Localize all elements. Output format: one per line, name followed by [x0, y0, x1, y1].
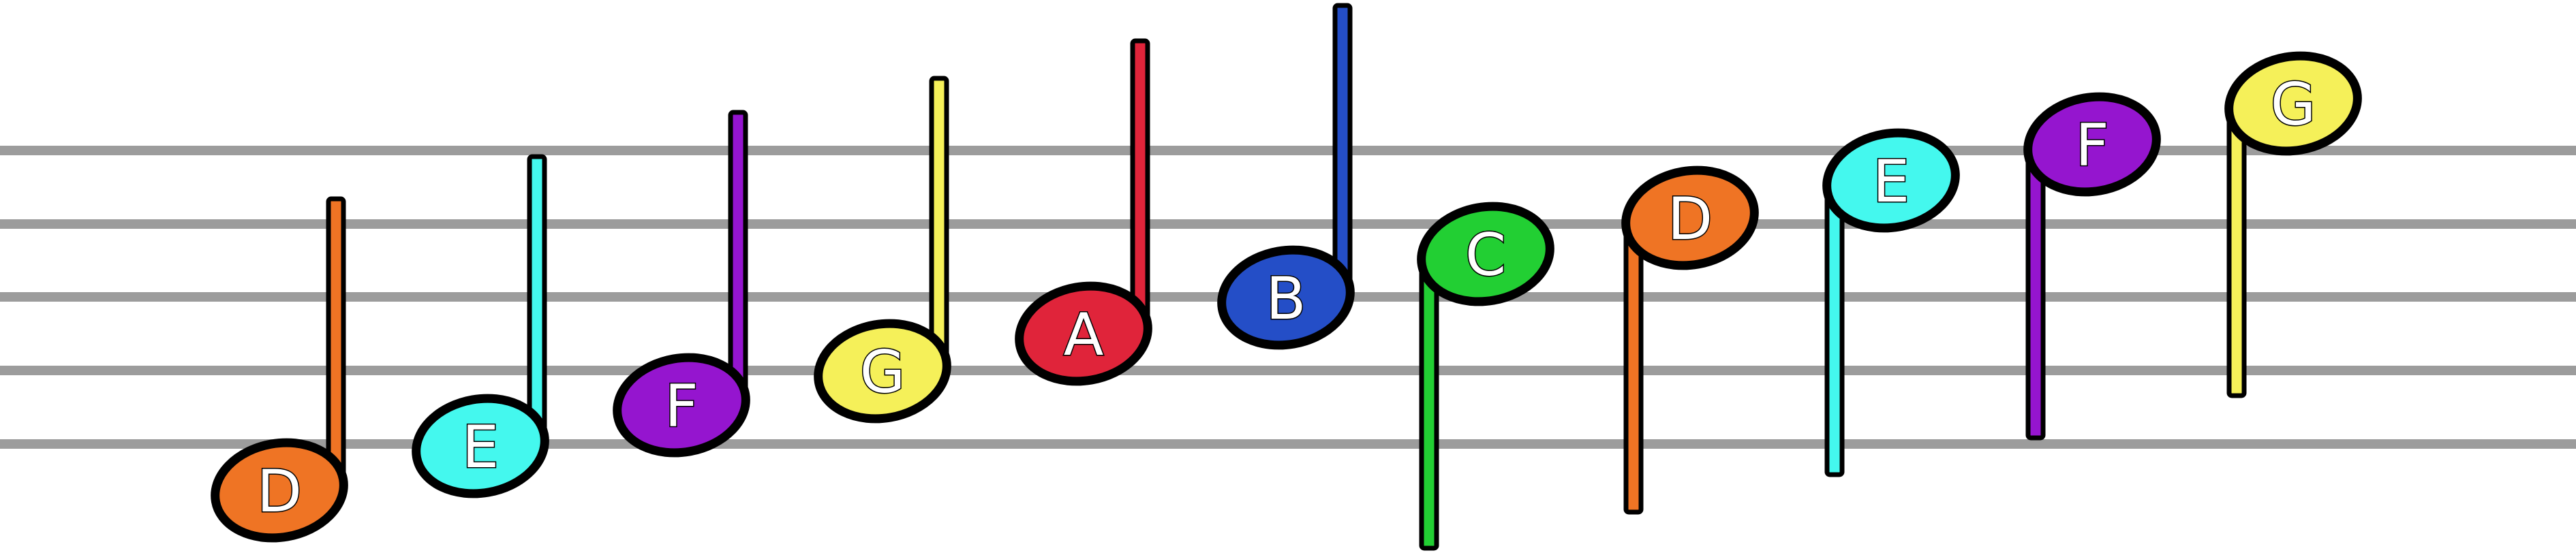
- note-g-4: G: [814, 76, 951, 424]
- note-a-5: A: [1015, 38, 1152, 386]
- note-stem: [1623, 218, 1644, 515]
- note-letter: A: [1064, 301, 1104, 369]
- note-stem: [527, 154, 547, 446]
- note-f-10: F: [2023, 92, 2161, 441]
- note-letter: G: [2271, 71, 2316, 139]
- note-head: [211, 438, 348, 543]
- note-c-7: C: [1417, 202, 1554, 551]
- notes: D E F G A B C D E F G: [211, 3, 2362, 551]
- note-stem: [728, 110, 748, 405]
- note-letter: C: [1465, 221, 1506, 289]
- note-head: [2023, 92, 2161, 197]
- note-head: [2224, 51, 2362, 156]
- note-head: [1822, 128, 1960, 233]
- note-letter: D: [1668, 185, 1713, 253]
- note-stem: [1824, 180, 1845, 477]
- note-b-6: B: [1217, 3, 1355, 350]
- note-g-11: G: [2224, 51, 2362, 398]
- note-letter: G: [860, 338, 906, 407]
- note-stem: [326, 196, 346, 490]
- note-stem: [1419, 254, 1439, 551]
- note-head: [1217, 245, 1355, 350]
- note-f-3: F: [613, 110, 750, 458]
- note-letter: E: [462, 413, 499, 481]
- note-head: [412, 394, 549, 498]
- note-letter: F: [2075, 112, 2109, 180]
- note-letter: E: [1873, 148, 1910, 216]
- note-d-1: D: [211, 196, 348, 543]
- note-stem: [1130, 38, 1150, 334]
- note-head: [814, 319, 951, 424]
- note-head: [1621, 165, 1759, 270]
- note-stem: [929, 76, 949, 371]
- note-head: [1015, 281, 1152, 386]
- note-letter: D: [257, 458, 302, 526]
- note-letter: F: [664, 372, 698, 441]
- note-letter: B: [1266, 265, 1306, 333]
- note-stem: [2226, 104, 2247, 398]
- note-head: [613, 353, 750, 458]
- note-d-8: D: [1621, 165, 1759, 515]
- note-e-9: E: [1822, 128, 1960, 477]
- note-e-2: E: [412, 154, 549, 498]
- note-stem: [2025, 144, 2046, 441]
- note-stem: [1332, 3, 1353, 298]
- note-head: [1417, 202, 1554, 306]
